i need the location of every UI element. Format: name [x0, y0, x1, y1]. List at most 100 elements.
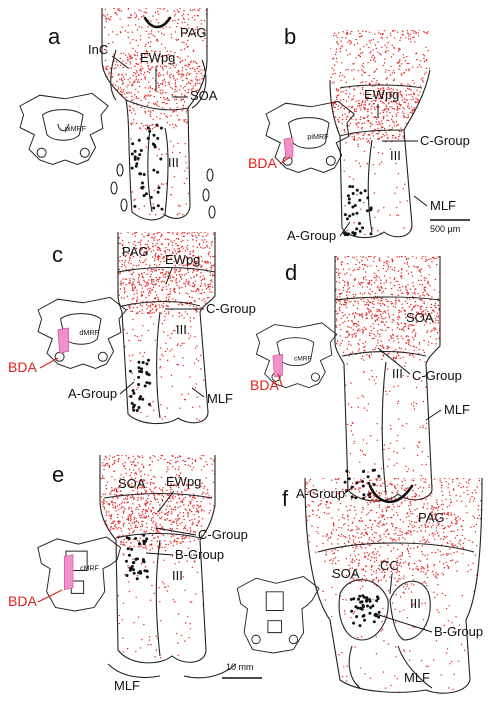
stipple-dot [152, 118, 154, 121]
stipple-dot [352, 312, 354, 315]
stipple-dot [389, 214, 391, 216]
stipple-dot [109, 67, 112, 70]
stipple-dot [167, 305, 169, 308]
stipple-dot [404, 365, 406, 367]
stipple-dot [165, 299, 167, 302]
stipple-dot [137, 497, 139, 499]
stipple-dot [371, 574, 373, 576]
stipple-dot [400, 63, 403, 65]
stipple-dot [154, 339, 156, 342]
stipple-dot [142, 325, 144, 327]
stipple-dot [394, 357, 396, 360]
stipple-dot [370, 326, 372, 328]
stipple-dot [181, 245, 183, 247]
stipple-dot [163, 281, 165, 283]
stipple-dot [389, 32, 392, 34]
stipple-dot [153, 190, 155, 192]
stipple-dot [330, 137, 332, 140]
stipple-dot [144, 489, 146, 491]
stipple-dot [125, 455, 127, 457]
stipple-dot [442, 527, 445, 530]
stipple-dot [342, 268, 344, 270]
stipple-dot [158, 255, 160, 257]
stipple-dot [426, 224, 428, 226]
stipple-dot [354, 109, 356, 111]
stipple-dot [405, 134, 407, 137]
stipple-dot [132, 531, 134, 533]
stipple-dot [156, 38, 158, 41]
stipple-dot [410, 130, 413, 132]
stipple-dot [178, 212, 180, 215]
stipple-dot [193, 269, 195, 272]
panel-c: c PAG EWpg C-Group III MLF A-Group dMRF … [8, 232, 256, 425]
stipple-dot [369, 494, 371, 496]
stipple-dot [432, 359, 435, 362]
stipple-dot [359, 266, 361, 268]
stipple-dot [198, 244, 201, 246]
stipple-dot [132, 283, 134, 285]
stipple-dot [160, 253, 162, 256]
stipple-dot [365, 81, 367, 83]
stipple-dot [209, 79, 210, 80]
stipple-dot [427, 344, 429, 346]
stipple-dot [342, 91, 344, 93]
stipple-dot [345, 69, 347, 71]
stipple-dot [379, 260, 381, 262]
stipple-dot [155, 522, 158, 524]
stipple-dot [362, 117, 364, 119]
stipple-dot [206, 463, 209, 466]
stipple-dot [202, 39, 204, 42]
stipple-dot [379, 88, 382, 90]
stipple-dot [420, 275, 422, 277]
stipple-dot [177, 494, 180, 496]
stipple-dot [152, 513, 154, 515]
stipple-dot [173, 665, 174, 666]
stipple-dot [131, 511, 134, 513]
stipple-dot [179, 151, 181, 154]
stipple-dot [118, 98, 120, 101]
labeled-neuron-dot [148, 402, 151, 406]
stipple-dot [103, 14, 105, 16]
stipple-dot [182, 537, 184, 540]
stipple-dot [131, 267, 134, 269]
stipple-dot [406, 342, 408, 344]
stipple-dot [389, 112, 391, 114]
stipple-dot [367, 303, 369, 306]
stipple-dot [140, 16, 143, 18]
stipple-dot [192, 191, 194, 194]
stipple-dot [390, 65, 392, 68]
stipple-dot [162, 61, 164, 63]
stipple-dot [136, 296, 139, 299]
labeled-neuron-dot [143, 569, 147, 573]
stipple-dot [141, 294, 144, 297]
labeled-neuron-dot [131, 389, 135, 393]
stipple-dot [366, 301, 368, 304]
stipple-dot [402, 337, 404, 340]
stipple-dot [396, 103, 398, 105]
stipple-dot [367, 298, 369, 301]
stipple-dot [190, 503, 192, 505]
stipple-dot [123, 114, 126, 116]
stipple-dot [403, 98, 406, 100]
stipple-dot [366, 97, 368, 100]
stipple-dot [203, 19, 206, 22]
stipple-dot [420, 164, 422, 166]
stipple-dot [183, 120, 186, 123]
stipple-dot [176, 527, 178, 530]
stipple-dot [153, 102, 155, 105]
stipple-dot [437, 319, 439, 322]
stipple-dot [181, 343, 183, 345]
stipple-dot [132, 107, 134, 110]
stipple-dot [376, 330, 379, 332]
stipple-dot [380, 285, 382, 288]
stipple-d [335, 256, 440, 502]
stipple-dot [165, 519, 167, 521]
stipple-dot [128, 209, 130, 212]
stipple-dot [428, 150, 430, 152]
stipple-dot [159, 306, 161, 309]
stipple-dot [418, 348, 420, 351]
stipple-dot [352, 178, 355, 180]
stipple-dot [104, 542, 106, 544]
stipple-dot [346, 281, 349, 283]
stipple-dot [184, 64, 186, 67]
